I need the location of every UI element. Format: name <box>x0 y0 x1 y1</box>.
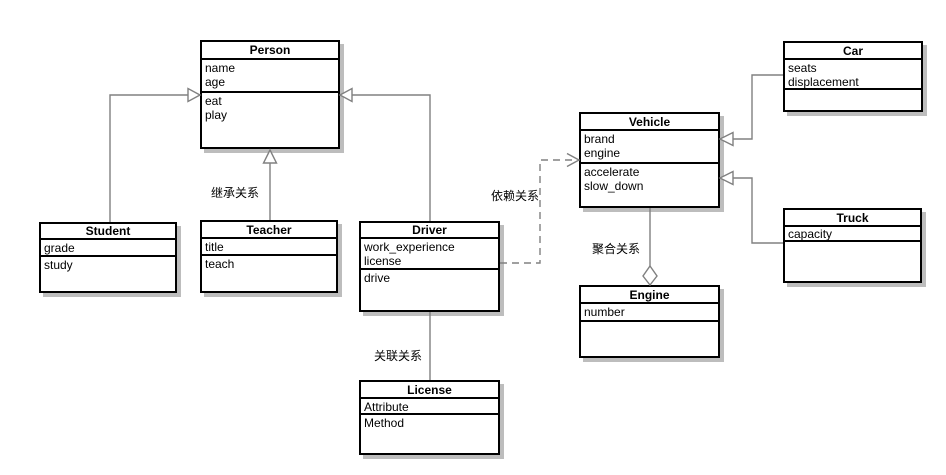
attribute: seats <box>788 61 817 75</box>
attribute: work_experience <box>364 240 455 254</box>
class-methods: teach <box>202 256 336 291</box>
method: drive <box>364 271 391 285</box>
method: study <box>44 258 73 272</box>
method: play <box>205 108 228 122</box>
label-aggregation[interactable]: 聚合关系 <box>592 242 641 256</box>
attribute: engine <box>584 146 621 160</box>
class-box-vehicle[interactable]: Vehicle brand engine accelerate slow_dow… <box>579 112 720 208</box>
method: eat <box>205 94 222 108</box>
class-title: Teacher <box>202 222 336 239</box>
class-box-truck[interactable]: Truck capacity <box>783 208 922 283</box>
attribute: brand <box>584 132 615 146</box>
class-attributes: grade <box>41 240 175 257</box>
class-title: Student <box>41 224 175 240</box>
label-inheritance[interactable]: 继承关系 <box>211 186 260 200</box>
class-attributes: brand engine <box>581 131 718 164</box>
class-methods: study <box>41 257 175 291</box>
class-box-engine[interactable]: Engine number <box>579 285 720 358</box>
method: accelerate <box>584 165 640 179</box>
class-box-person[interactable]: Person name age eat play <box>200 40 340 149</box>
method: Method <box>364 416 405 430</box>
attribute: age <box>205 75 226 89</box>
attribute: number <box>584 305 625 319</box>
class-title: Engine <box>581 287 718 304</box>
class-attributes: title <box>202 239 336 256</box>
class-title: Car <box>785 43 921 60</box>
method: slow_down <box>584 179 644 193</box>
class-attributes: seats displacement <box>785 60 921 90</box>
attribute: license <box>364 254 402 268</box>
class-title: License <box>361 382 498 399</box>
attribute: name <box>205 61 236 75</box>
attribute: capacity <box>788 227 833 241</box>
label-dependency[interactable]: 依赖关系 <box>491 189 540 203</box>
class-attributes: work_experience license <box>361 239 498 270</box>
class-box-license[interactable]: License Attribute Method <box>359 380 500 455</box>
class-methods: Method <box>361 415 498 453</box>
connector-student-person-inheritance[interactable] <box>109 87 202 223</box>
class-attributes: capacity <box>785 227 920 242</box>
class-box-student[interactable]: Student grade study <box>39 222 177 293</box>
class-title: Truck <box>785 210 920 227</box>
label-association[interactable]: 关联关系 <box>374 349 423 363</box>
class-methods <box>785 90 921 110</box>
class-box-teacher[interactable]: Teacher title teach <box>200 220 338 293</box>
attribute: title <box>205 240 224 254</box>
class-attributes: name age <box>202 60 338 93</box>
connector-driver-vehicle-dependency[interactable] <box>500 152 581 264</box>
class-methods <box>581 322 718 356</box>
class-box-driver[interactable]: Driver work_experience license drive <box>359 221 500 312</box>
class-methods: drive <box>361 270 498 310</box>
class-box-car[interactable]: Car seats displacement <box>783 41 923 112</box>
class-methods <box>785 242 920 281</box>
connector-truck-vehicle-inheritance[interactable] <box>718 170 783 244</box>
attribute: grade <box>44 241 75 255</box>
class-title: Driver <box>361 223 498 239</box>
attribute: Attribute <box>364 400 409 414</box>
class-methods: accelerate slow_down <box>581 164 718 206</box>
connector-vehicle-engine-aggregation[interactable] <box>642 208 658 287</box>
connector-driver-person-inheritance[interactable] <box>338 87 431 222</box>
class-attributes: number <box>581 304 718 322</box>
class-attributes: Attribute <box>361 399 498 415</box>
connector-teacher-person-inheritance[interactable] <box>262 148 278 220</box>
method: teach <box>205 257 235 271</box>
class-methods: eat play <box>202 93 338 147</box>
connector-car-vehicle-inheritance[interactable] <box>718 74 783 147</box>
class-title: Person <box>202 42 338 60</box>
attribute: displacement <box>788 75 859 89</box>
class-title: Vehicle <box>581 114 718 131</box>
